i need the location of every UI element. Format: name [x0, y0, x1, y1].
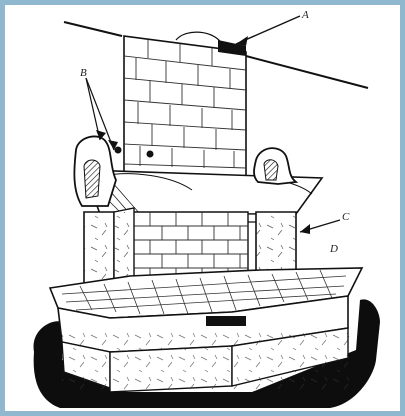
arrow-c: C — [299, 211, 350, 234]
mantel-end-right-section — [263, 159, 279, 181]
ceiling-line-right — [245, 55, 369, 89]
label-c: C — [342, 211, 350, 223]
mantel-end-left-section — [83, 159, 101, 199]
arrow-a: A — [235, 9, 309, 46]
label-d: D — [329, 243, 338, 255]
ceiling-line-left — [63, 21, 123, 37]
label-b: B — [80, 67, 87, 79]
chimney-breast — [123, 31, 247, 179]
ash-pit-grate — [206, 316, 246, 326]
pilaster-right — [255, 211, 297, 273]
label-a: A — [301, 9, 309, 21]
hearth-front — [57, 295, 350, 393]
arrow-b: B — [80, 67, 154, 158]
